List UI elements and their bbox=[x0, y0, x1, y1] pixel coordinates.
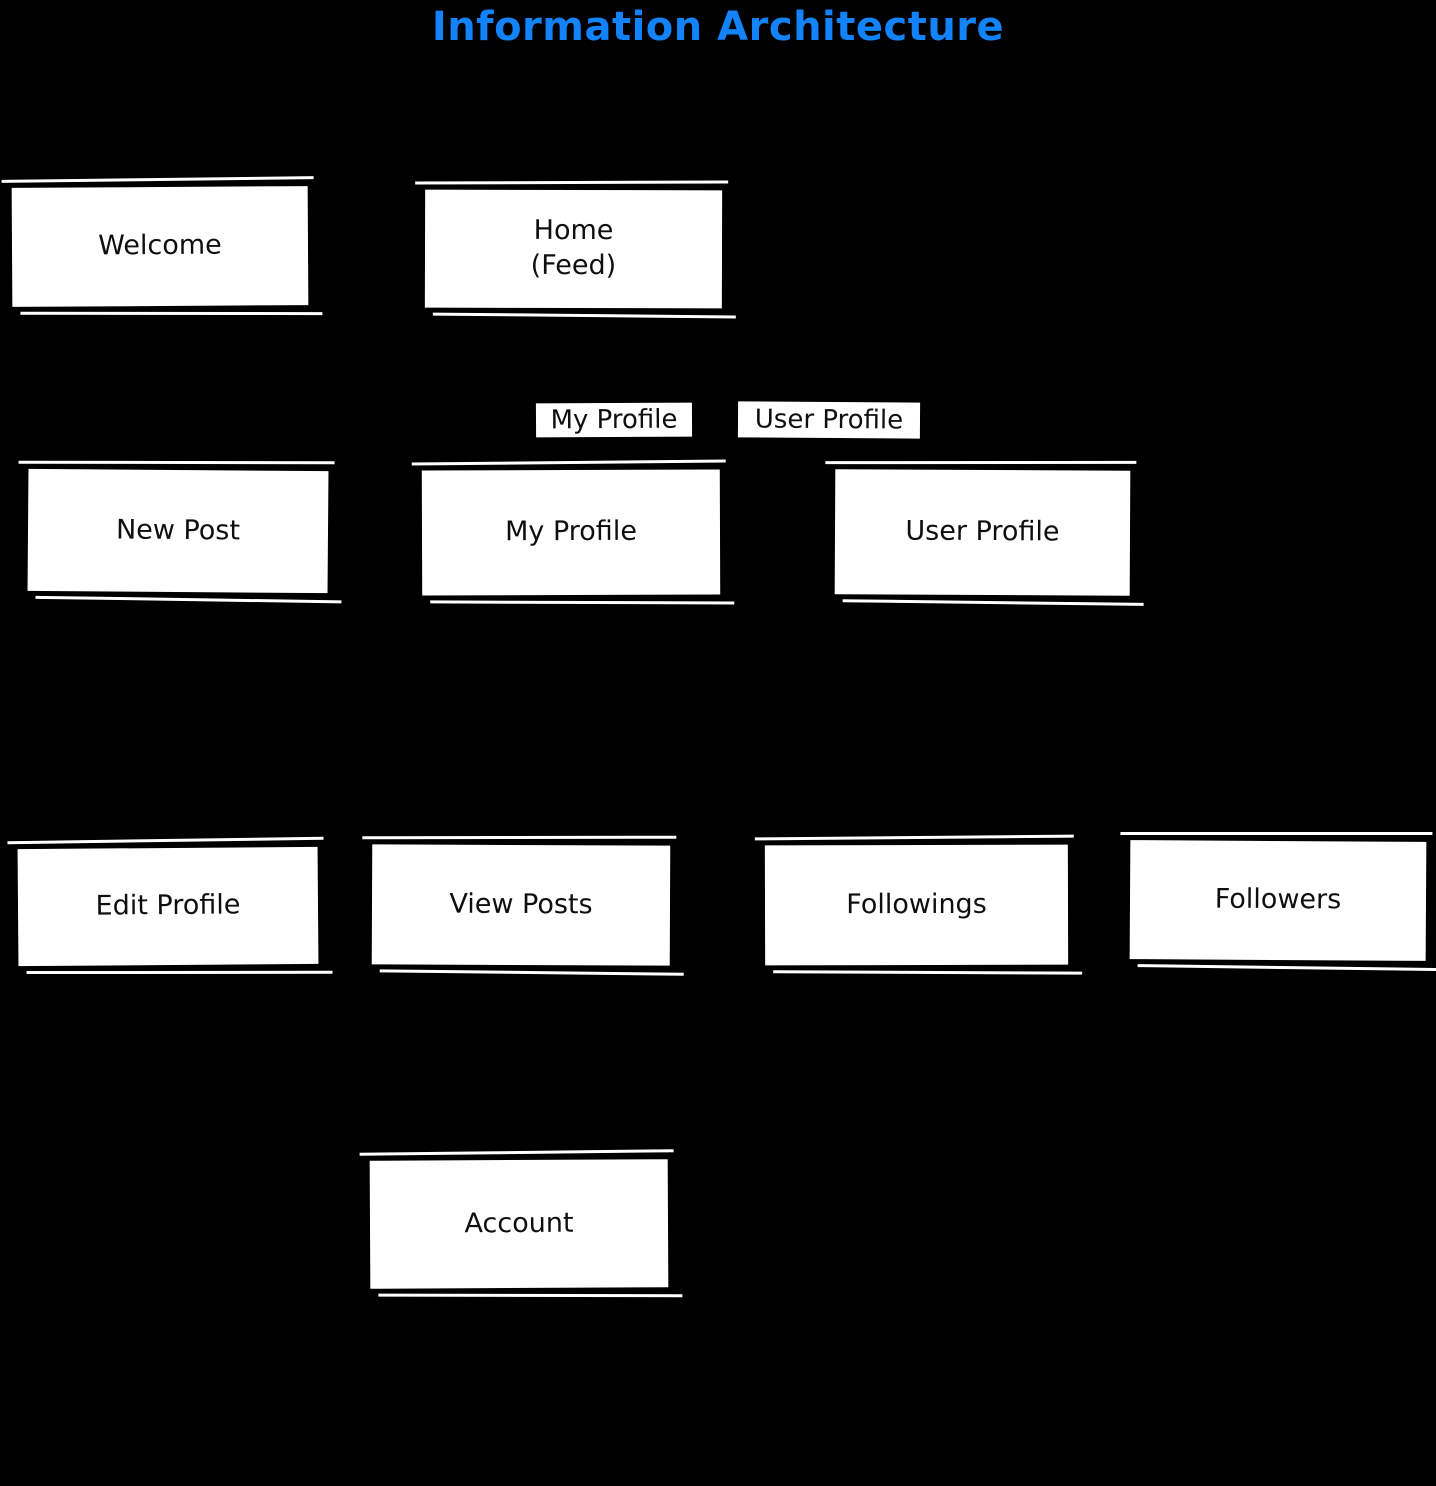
edge-my-profile-followers bbox=[569, 593, 1280, 843]
node-user-profile[interactable]: User Profile bbox=[834, 469, 1131, 596]
node-home-feed[interactable]: Home (Feed) bbox=[424, 189, 723, 309]
edge-home-new-post bbox=[176, 306, 575, 472]
edge-my-profile-followings bbox=[569, 593, 918, 847]
node-followers[interactable]: Followers bbox=[1129, 840, 1427, 961]
node-my-profile[interactable]: My Profile bbox=[421, 469, 721, 596]
node-view-posts[interactable]: View Posts bbox=[371, 844, 671, 966]
edge-my-profile-edit-profile bbox=[166, 593, 573, 850]
edge-label-my-profile: My Profile bbox=[535, 402, 693, 438]
edge-label-user-profile: User Profile bbox=[737, 401, 921, 439]
node-followings[interactable]: Followings bbox=[764, 844, 1069, 966]
edge-edit-profile-account bbox=[166, 963, 521, 1162]
page-title: Information Architecture bbox=[431, 4, 1005, 50]
node-edit-profile[interactable]: Edit Profile bbox=[17, 846, 319, 967]
node-account[interactable]: Account bbox=[369, 1159, 669, 1289]
node-welcome[interactable]: Welcome bbox=[11, 186, 309, 307]
edge-home-user-profile bbox=[571, 306, 984, 472]
node-new-post[interactable]: New Post bbox=[27, 468, 329, 594]
